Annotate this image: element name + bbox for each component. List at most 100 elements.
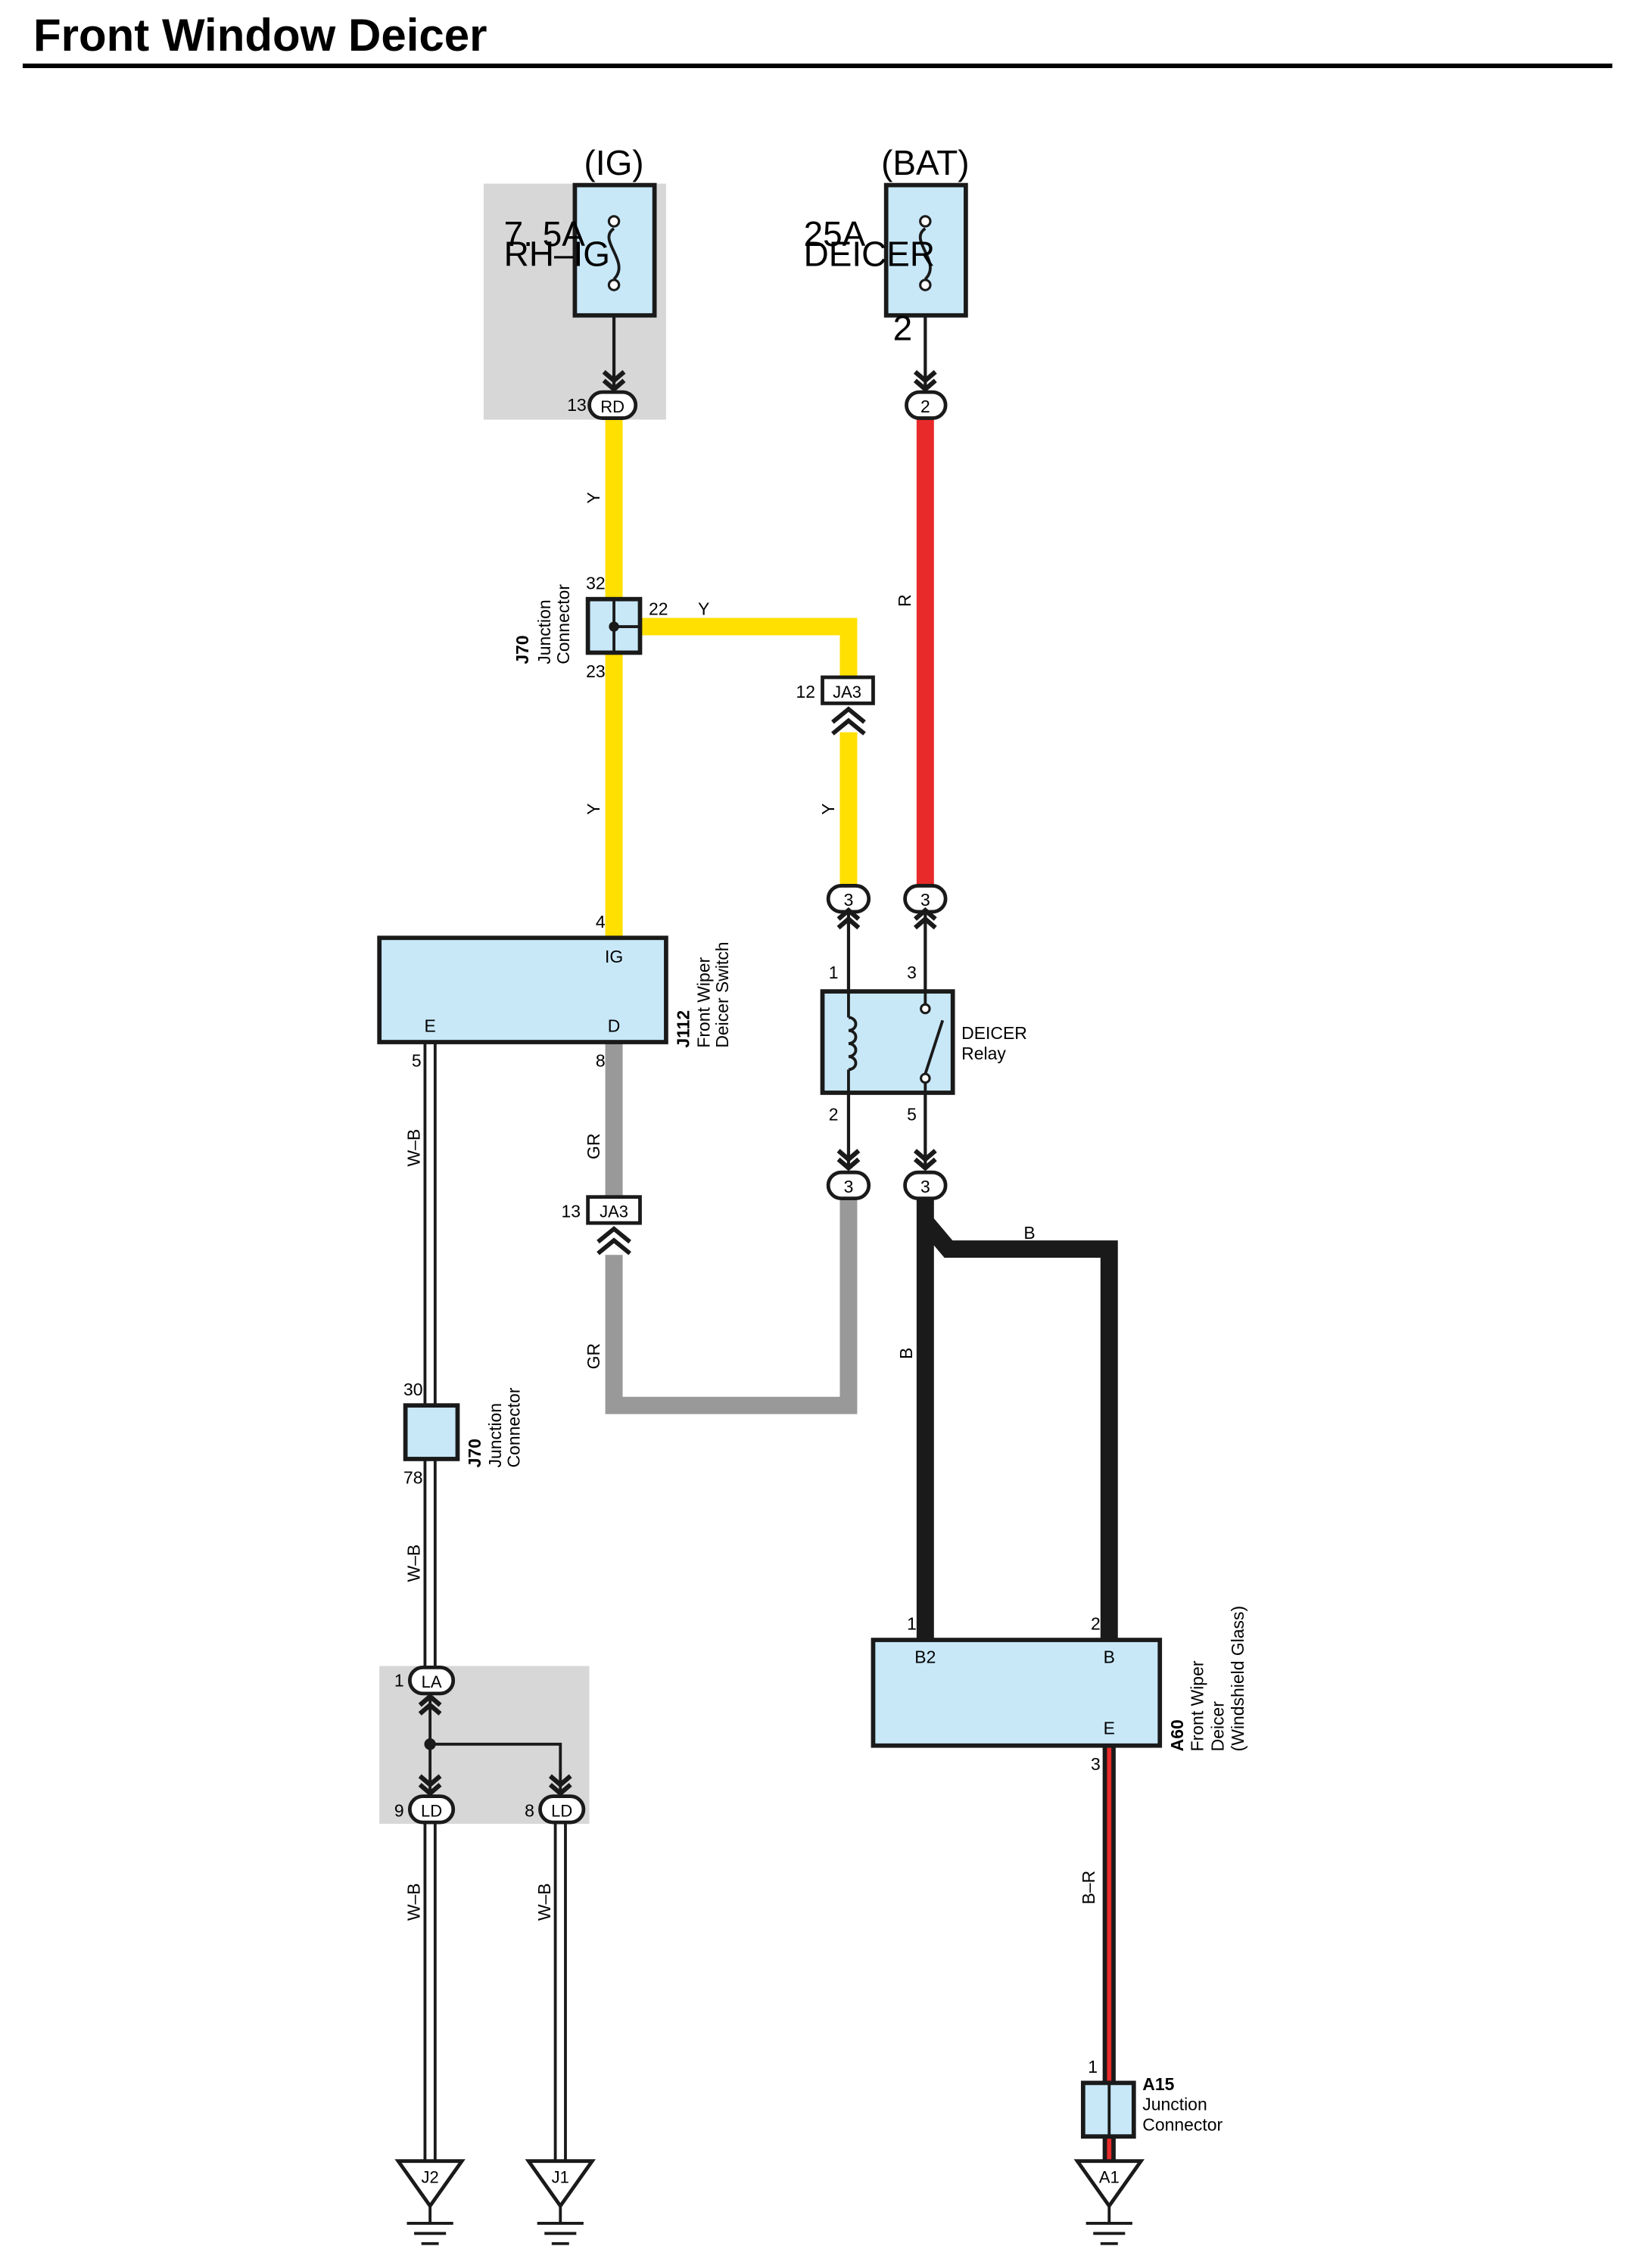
connector-ja3-mid <box>586 1195 642 1225</box>
wire-label-y-4: Y <box>818 803 838 814</box>
ground-a1 <box>1073 2159 1145 2245</box>
deicer-terminal-e: E <box>1104 1718 1115 1738</box>
wire-label-y-3: Y <box>584 803 603 814</box>
switch-pin-4: 4 <box>596 912 606 932</box>
deicer-line3: (Windshield Glass) <box>1228 1606 1247 1751</box>
connector-ld-right-pin: 8 <box>525 1800 534 1820</box>
ja3-mid-chevron <box>596 1226 631 1255</box>
j70-upper-pin-23: 23 <box>586 661 606 681</box>
relay-name-line2: Relay <box>961 1044 1006 1063</box>
relay-pin-2: 2 <box>829 1104 839 1124</box>
wire-b-branch <box>918 1215 1118 1641</box>
ja3-top-chevron <box>831 706 866 736</box>
connector-rd-pin: 13 <box>567 395 587 415</box>
j70-upper-line2: Connector <box>553 584 573 664</box>
connector-ja3-top-pin: 12 <box>796 682 815 702</box>
switch-terminal-d: D <box>608 1016 621 1036</box>
fuse-ig-name: RH–IG <box>504 235 610 274</box>
j70-lower-line2: Connector <box>504 1387 524 1467</box>
wire-label-r: R <box>895 594 914 607</box>
wire-label-wb-2: W–B <box>404 1545 424 1582</box>
deicer-relay <box>820 910 955 1168</box>
connector-ld-right <box>538 1794 586 1825</box>
a15-junction-connector <box>1080 2080 1136 2139</box>
fuse-bat-name: DEICER <box>804 235 935 274</box>
connector-rd-code: RD <box>600 397 625 416</box>
switch-code: J112 <box>674 1010 693 1048</box>
deicer-terminal-b: B <box>1104 1647 1115 1667</box>
connector-rd <box>587 390 638 420</box>
connector-relay-gray-out-pin: 3 <box>844 1177 854 1196</box>
switch-pin-8: 8 <box>596 1051 606 1071</box>
switch-pin-5: 5 <box>412 1051 422 1071</box>
connector-ld-left <box>407 1794 456 1825</box>
fuse-rh-ig <box>572 182 657 387</box>
j70-lower-pin-78: 78 <box>403 1467 423 1487</box>
connector-relay-yellow-in-pin: 3 <box>844 890 854 910</box>
relay-name-line1: DEICER <box>961 1023 1027 1043</box>
switch-line2: Deicer Switch <box>712 941 732 1047</box>
wire-label-wb-1: W–B <box>404 1129 424 1167</box>
j70-lower-code: J70 <box>465 1439 484 1467</box>
ground-a1-label: A1 <box>1099 2167 1120 2186</box>
title-rule <box>23 64 1612 68</box>
switch-terminal-ig: IG <box>605 947 623 966</box>
j112-deicer-switch <box>377 935 668 1044</box>
j70-upper-line1: Junction <box>534 599 554 664</box>
wire-label-gr-1: GR <box>584 1134 603 1159</box>
connector-ld-right-code: LD <box>551 1801 572 1820</box>
fuse-deicer <box>883 182 968 387</box>
header: Front Window Deicer <box>0 0 1629 76</box>
wire-label-wb-4: W–B <box>534 1883 554 1921</box>
deicer-pin-1: 1 <box>907 1614 917 1634</box>
connector-relay-gray-out <box>826 1170 871 1201</box>
switch-terminal-e: E <box>424 1016 435 1036</box>
j70-upper-pin-32: 32 <box>586 573 606 593</box>
connector-relay-red-in-pin: 3 <box>920 890 930 910</box>
connector-relay-black-out <box>903 1170 948 1201</box>
wire-label-y-2: Y <box>698 599 709 619</box>
connector-ja3-mid-pin: 13 <box>562 1201 581 1221</box>
ground-j2-label: J2 <box>422 2167 439 2186</box>
j70-lower-line1: Junction <box>485 1403 505 1467</box>
deicer-code: A60 <box>1167 1719 1187 1751</box>
a15-pin-1: 1 <box>1088 2057 1098 2077</box>
connector-ld-left-code: LD <box>421 1801 442 1820</box>
wire-label-y-1: Y <box>584 492 603 503</box>
wire-label-wb-3: W–B <box>404 1883 424 1921</box>
fuse-bat-rating: 25A <box>804 214 866 254</box>
ld-junction-splice <box>424 1738 436 1750</box>
connector-ja3-mid-code: JA3 <box>600 1202 628 1221</box>
relay-pin-1: 1 <box>829 963 839 982</box>
wire-label-br: B–R <box>1079 1871 1098 1905</box>
connector-fuse-out <box>905 390 948 420</box>
connector-la <box>407 1666 456 1696</box>
page-title: Front Window Deicer <box>33 10 487 61</box>
a15-line2: Connector <box>1142 2115 1223 2135</box>
wire-label-b-1: B <box>1023 1223 1035 1243</box>
wire-y-j70-ja3 <box>641 618 858 677</box>
a15-code: A15 <box>1142 2074 1174 2094</box>
ground-j1-label: J1 <box>552 2167 569 2186</box>
wire-label-b-2: B <box>896 1348 916 1359</box>
connector-ja3-top-code: JA3 <box>833 683 861 702</box>
ground-j2 <box>394 2159 466 2245</box>
connector-la-pin: 1 <box>394 1670 404 1690</box>
deicer-terminal-b2: B2 <box>914 1647 936 1667</box>
ground-j1 <box>525 2159 596 2245</box>
fuse-ig-supply: (IG) <box>584 143 644 182</box>
fuse-ig-rating: 7. 5A <box>504 214 586 254</box>
j70-upper-code: J70 <box>512 635 532 664</box>
connector-fuse-out-pin: 2 <box>920 397 930 416</box>
connector-ja3-top <box>821 675 875 705</box>
wire-label-gr-2: GR <box>584 1343 603 1369</box>
deicer-line2: Deicer <box>1207 1701 1227 1752</box>
connector-relay-black-out-pin: 3 <box>920 1177 930 1196</box>
connector-la-code: LA <box>422 1672 442 1691</box>
a60-front-wiper-deicer <box>871 1638 1163 1748</box>
connector-ld-left-pin: 9 <box>394 1800 404 1820</box>
j70-upper-junction <box>585 596 643 655</box>
a15-line1: Junction <box>1142 2095 1207 2114</box>
j70-upper-pin-22: 22 <box>649 599 668 619</box>
